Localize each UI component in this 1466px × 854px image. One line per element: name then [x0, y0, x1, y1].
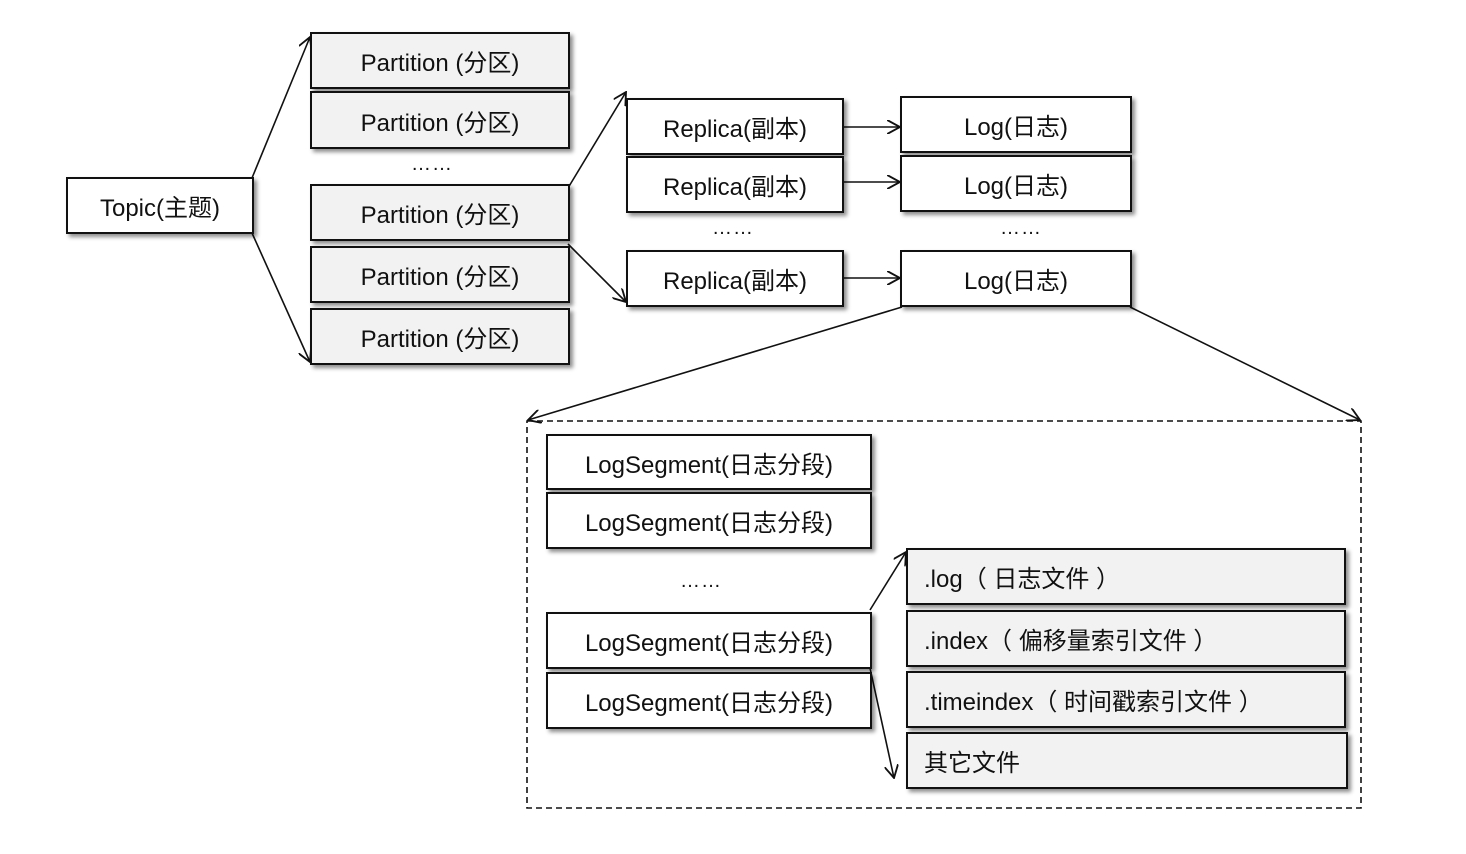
partition-box: Partition (分区): [310, 32, 570, 89]
arrow-topic-to-partition-top: [251, 37, 310, 179]
replica-box: Replica(副本): [626, 98, 844, 155]
partition-box: Partition (分区): [310, 246, 570, 303]
arrow-segment-to-files-top: [869, 552, 906, 611]
file-box-timeindex: .timeindex（ 时间戳索引文件 ）: [906, 671, 1346, 728]
file-box-other: 其它文件: [906, 732, 1348, 789]
log-box: Log(日志): [900, 155, 1132, 212]
partition-box: Partition (分区): [310, 184, 570, 241]
partition-box: Partition (分区): [310, 91, 570, 149]
logsegment-box: LogSegment(日志分段): [546, 434, 872, 490]
logsegment-ellipsis: ……: [680, 570, 722, 592]
arrow-log-to-segments-left: [528, 306, 903, 420]
partition-ellipsis: ……: [411, 153, 453, 175]
replica-box: Replica(副本): [626, 156, 844, 213]
log-box: Log(日志): [900, 96, 1132, 153]
logsegment-box: LogSegment(日志分段): [546, 672, 872, 729]
topic-box: Topic(主题): [66, 177, 254, 234]
arrow-partition-to-replica-bottom: [567, 243, 626, 302]
partition-box: Partition (分区): [310, 308, 570, 365]
log-box: Log(日志): [900, 250, 1132, 307]
replica-box: Replica(副本): [626, 250, 844, 307]
replica-ellipsis: ……: [712, 217, 754, 239]
logsegment-box: LogSegment(日志分段): [546, 492, 872, 549]
log-ellipsis: ……: [1000, 217, 1042, 239]
arrow-segment-to-files-bottom: [869, 667, 894, 778]
file-box-index: .index（ 偏移量索引文件 ）: [906, 610, 1346, 667]
arrow-partition-to-replica-top: [567, 92, 626, 189]
file-box-log: .log（ 日志文件 ）: [906, 548, 1346, 605]
logsegment-box: LogSegment(日志分段): [546, 612, 872, 669]
arrow-log-to-segments-right: [1129, 306, 1360, 420]
arrow-topic-to-partition-bottom: [251, 232, 310, 362]
